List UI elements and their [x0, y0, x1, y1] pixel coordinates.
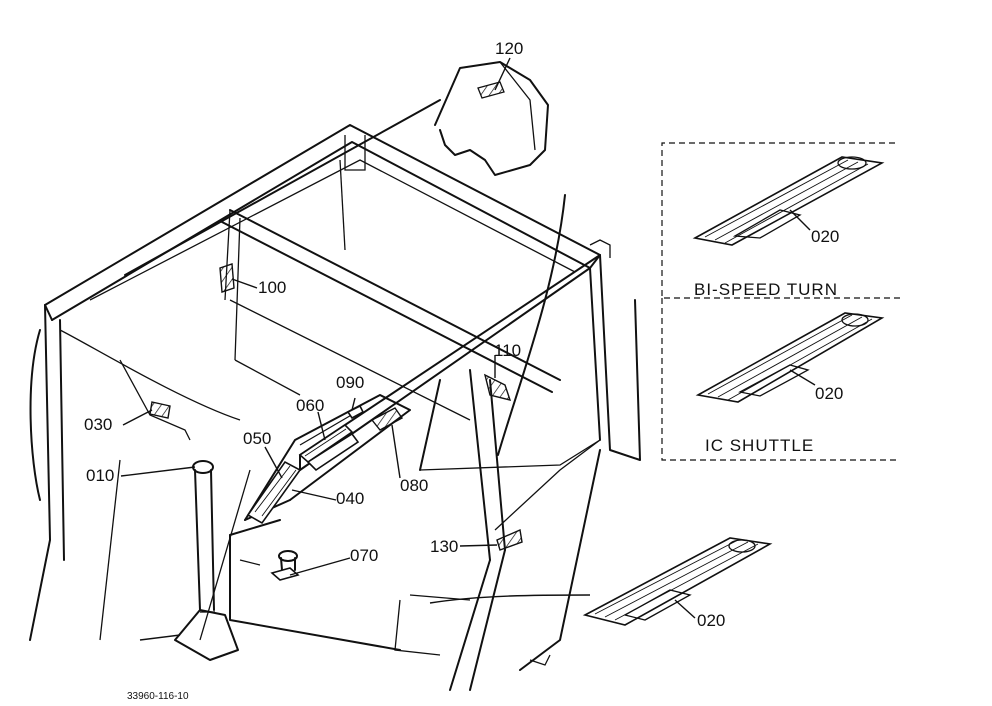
decal-060: [298, 423, 354, 464]
decal-040: [246, 460, 302, 525]
decal-110: [483, 373, 512, 401]
caption-ic-shuttle: IC SHUTTLE: [705, 436, 815, 455]
callout-100: 100: [258, 278, 287, 297]
decal-020-standalone: [582, 537, 773, 626]
callout-060: 060: [296, 396, 325, 415]
decal-090: [346, 404, 365, 420]
decal-050: [306, 432, 360, 472]
callout-120: 120: [495, 39, 524, 58]
callout-110: 110: [494, 341, 522, 360]
callout-020-bi-speed: 020: [811, 227, 840, 246]
leader-lines: [120, 57, 816, 641]
callout-010: 010: [86, 466, 115, 485]
callout-070: 070: [350, 546, 379, 565]
cab-panels: [59, 299, 601, 691]
decal-080: [370, 407, 404, 431]
knob-070: [270, 550, 300, 581]
roof-cover-120: [434, 61, 549, 176]
figure-id: 33960-116-10: [127, 691, 189, 702]
antenna-line: [497, 194, 566, 456]
callout-030: 030: [84, 415, 113, 434]
callout-020-ic-shuttle: 020: [815, 384, 844, 403]
callout-040: 040: [336, 489, 365, 508]
callout-020-standalone: 020: [697, 611, 726, 630]
callout-080: 080: [400, 476, 429, 495]
variant-box-ic-shuttle: [661, 298, 900, 461]
decal-130: [496, 529, 523, 551]
decal-020-bi-speed: [692, 156, 885, 246]
decal-100: [219, 263, 235, 293]
caption-bi-speed-turn: BI-SPEED TURN: [694, 280, 838, 299]
shift-lever: [174, 460, 239, 661]
cab-posts: [29, 159, 641, 641]
callout-050: 050: [243, 429, 272, 448]
variant-box-bi-speed: [661, 142, 900, 299]
callout-090: 090: [336, 373, 365, 392]
roof-frame: [44, 99, 611, 471]
decal-020-ic-shuttle: [695, 312, 885, 403]
callout-130: 130: [430, 537, 459, 556]
